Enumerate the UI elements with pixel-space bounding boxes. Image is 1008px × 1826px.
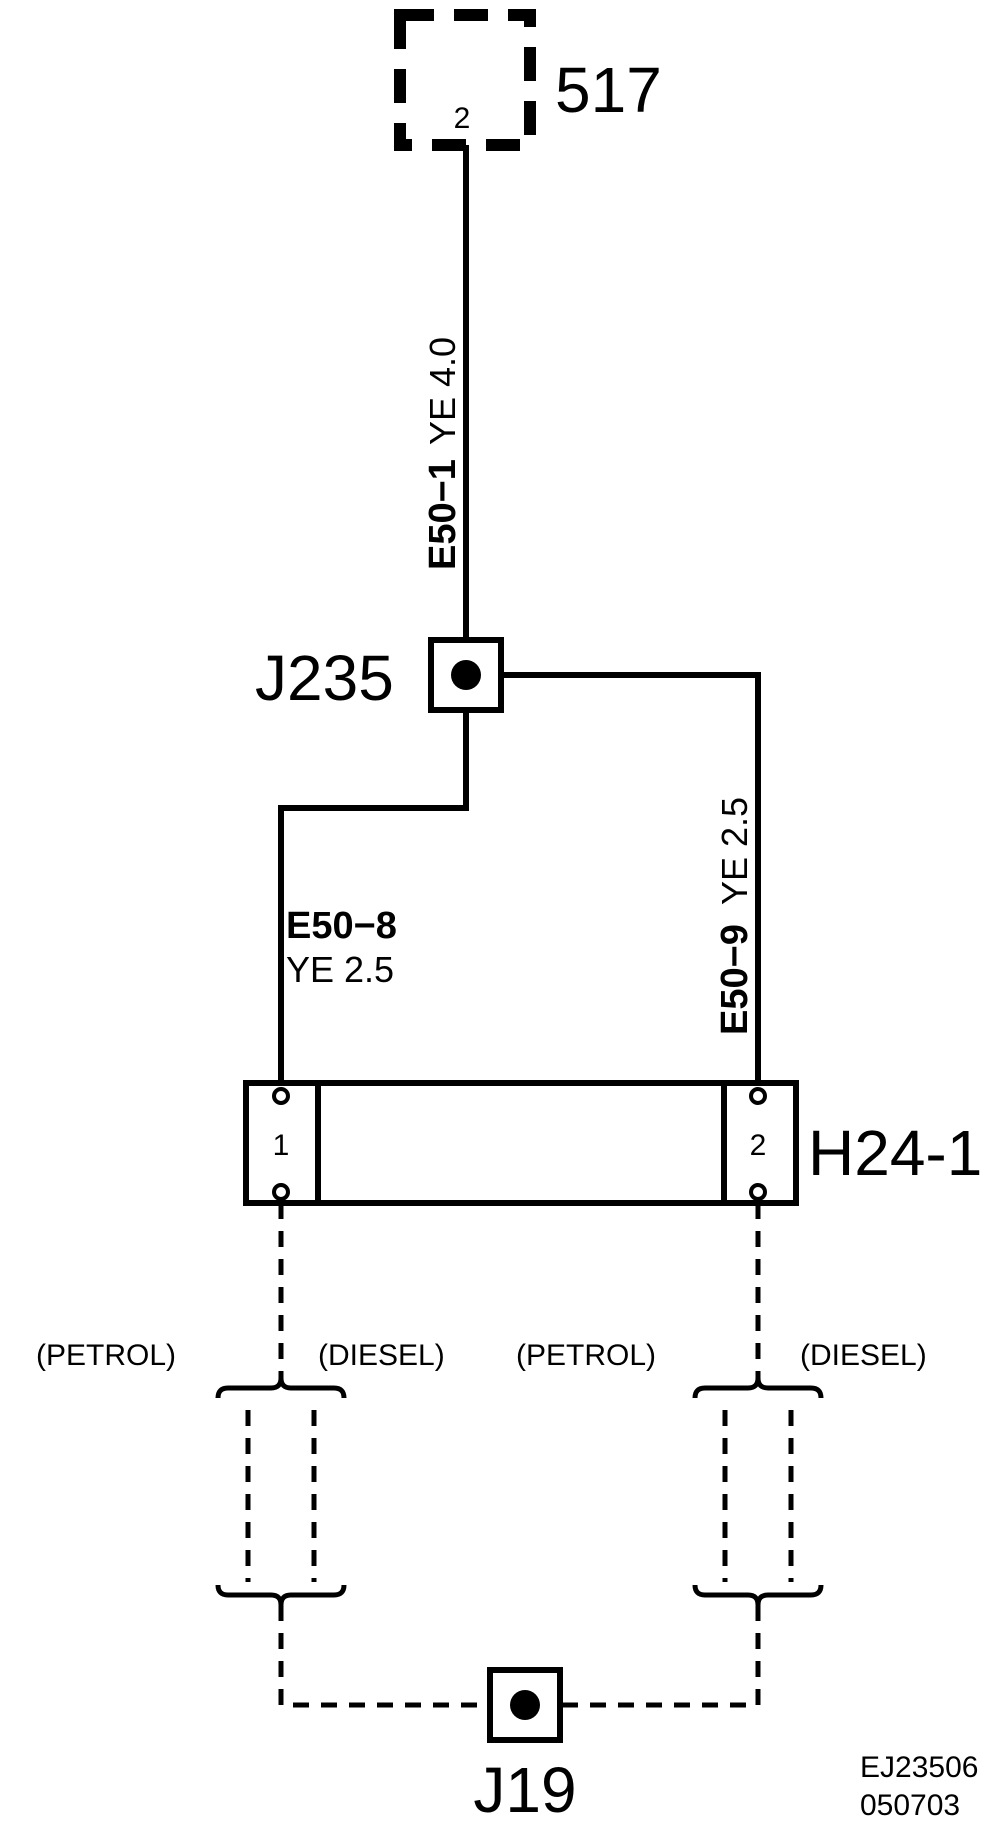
- left-diesel-label: (DIESEL): [318, 1339, 445, 1372]
- component-517: 2 517: [394, 9, 662, 151]
- left-variant-bracket-top: [215, 1377, 347, 1399]
- wire-e50-1-id: E50−1: [422, 459, 464, 570]
- wire-e50-8-spec: YE 2.5: [286, 949, 394, 990]
- wire-e50-9-id: E50−9: [714, 924, 756, 1035]
- splice-j19: J19: [473, 1667, 577, 1826]
- reference-date: 050703: [860, 1789, 960, 1822]
- wire-e50-8: [278, 707, 469, 1091]
- component-h24-1-body: [243, 1080, 799, 1206]
- splice-j235-dot: [451, 660, 481, 690]
- wire-e50-1-spec: YE 4.0: [422, 337, 463, 445]
- dashed-wire-right-lower: [560, 1605, 761, 1708]
- right-variant-bracket-top: [692, 1377, 824, 1399]
- component-h24-1-pin-2: 2: [750, 1129, 767, 1162]
- left-variant-group: [215, 1377, 347, 1606]
- component-517-label: 517: [555, 54, 662, 126]
- right-diesel-label: (DIESEL): [800, 1339, 927, 1372]
- splice-j19-dot: [510, 1690, 540, 1720]
- component-h24-1-terminal: [272, 1087, 290, 1105]
- component-h24-1-terminal: [272, 1183, 290, 1201]
- left-petrol-label: (PETROL): [36, 1339, 176, 1372]
- splice-j19-label: J19: [473, 1754, 576, 1826]
- right-variant-bracket-bottom: [692, 1584, 824, 1606]
- reference-code: EJ23506: [860, 1751, 978, 1784]
- component-h24-1-label: H24-1: [808, 1117, 982, 1189]
- component-h24-1-pin-1: 1: [273, 1129, 290, 1162]
- wire-e50-9-spec: YE 2.5: [714, 797, 755, 905]
- wire-e50-9-label-group: E50−9 YE 2.5: [714, 797, 756, 1035]
- splice-j19-box: [487, 1667, 563, 1743]
- right-petrol-label: (PETROL): [516, 1339, 656, 1372]
- wire-e50-9: [498, 672, 761, 1091]
- right-variant-group: [692, 1377, 824, 1606]
- component-h24-1-terminal: [749, 1183, 767, 1201]
- component-h24-1: 1 2 H24-1: [243, 1080, 982, 1206]
- component-517-pin: 2: [454, 102, 471, 135]
- wire-e50-1-label-group: E50−1 YE 4.0: [422, 337, 464, 570]
- wire-e50-8-id: E50−8: [286, 905, 397, 947]
- splice-j235-label: J235: [255, 642, 394, 714]
- dashed-wire-left-lower: [278, 1605, 490, 1708]
- left-variant-bracket-bottom: [215, 1584, 347, 1606]
- splice-j235: J235: [255, 637, 504, 714]
- component-h24-1-terminal: [749, 1087, 767, 1105]
